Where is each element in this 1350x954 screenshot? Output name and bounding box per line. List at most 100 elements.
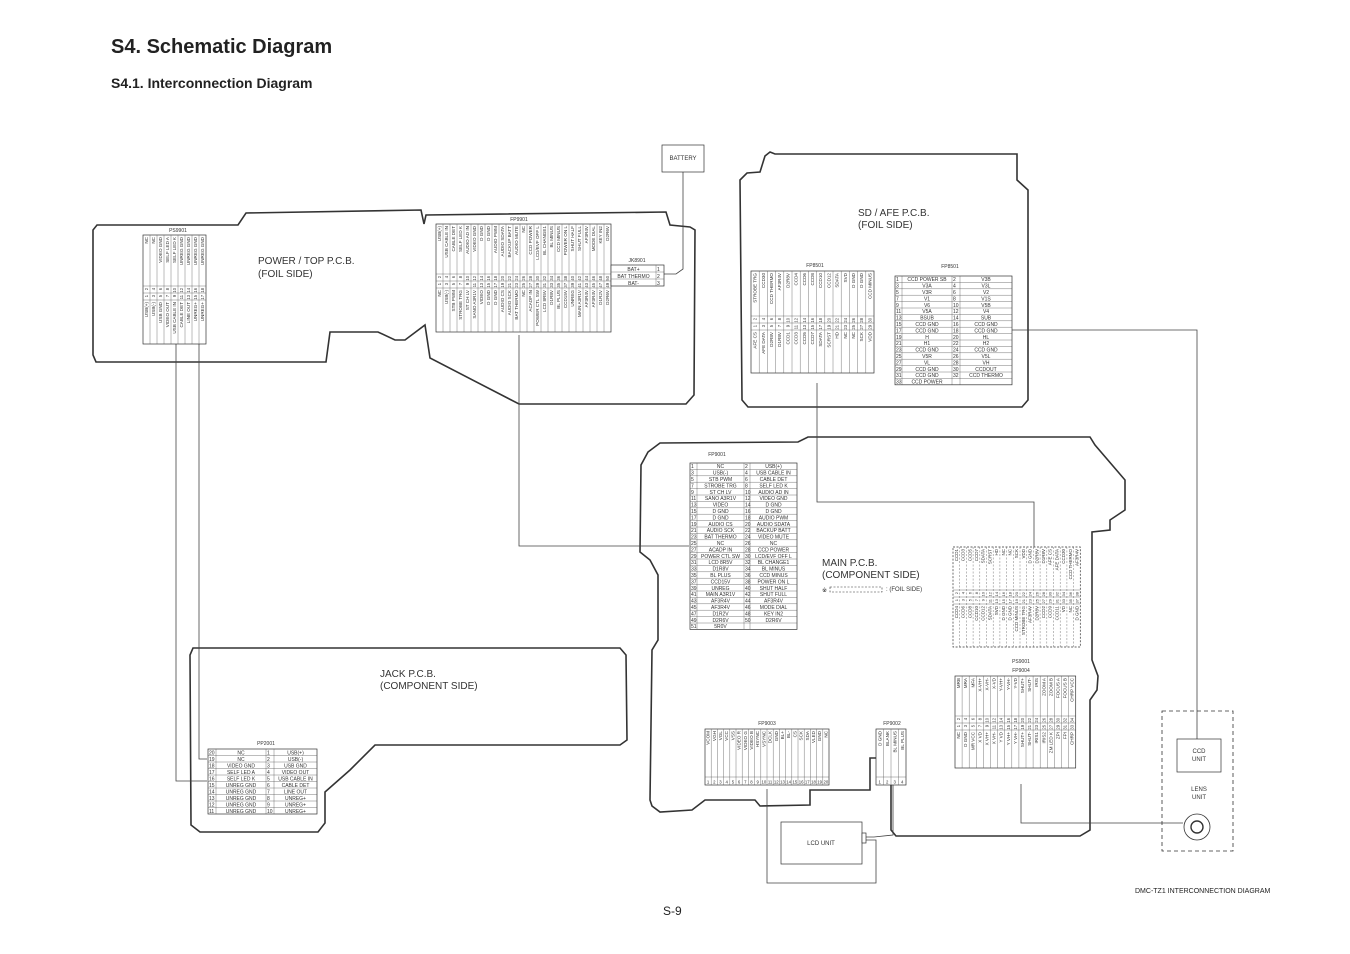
conn-fp9003-pin-label: VLED	[811, 730, 816, 743]
conn-fp9003-pin-number: 15	[793, 780, 798, 785]
conn-fp8501-pin-label: HD	[835, 331, 840, 338]
conn-ps9001-pin-label: STROBE TRG	[1021, 606, 1026, 636]
conn-fp8501-pin-number: 15	[810, 324, 815, 329]
conn-fp9901-pin-number: 23	[514, 282, 519, 287]
conn-ps9901-pin-label: USB CABLE IN	[172, 302, 177, 334]
conn-fp9901-pin-label: BAT THERMO	[514, 290, 519, 320]
conn-fp9004-pin-number: 25	[1041, 724, 1046, 729]
conn-fp8501b-cell-text: 3	[896, 284, 899, 290]
conn-fp8501b-cell-text: V6	[924, 303, 930, 309]
conn-fp9001-cell-text: 45	[691, 605, 697, 611]
conn-pp2001-cell-text: SELF LED A	[227, 770, 256, 776]
conn-fp9002-pin-label: BL MINUS	[892, 731, 897, 753]
conn-fp9001-cell-text: 8	[745, 483, 748, 489]
conn-fp8501b-cell-text: 8	[953, 296, 956, 302]
fp9003-name: FP9003	[758, 721, 776, 727]
conn-fp9003-pin-number: 16	[799, 780, 804, 785]
conn-fp9004-pin-label: ZOOM A	[1041, 677, 1046, 696]
conn-fp8501b-cell-text: V3B	[981, 277, 991, 283]
conn-ps9901-pin-number: 13	[186, 294, 191, 299]
conn-ps9001-pin-label: NC	[1001, 548, 1006, 555]
conn-ps9001-pin-label: VD	[1061, 605, 1066, 612]
conn-ps9001-pin-label: CCD4	[954, 606, 959, 619]
conn-fp9003-pin-number: 4	[726, 780, 729, 785]
conn-ps9001-pin-number: 24	[1028, 591, 1033, 596]
page-subtitle: S4.1. Interconnection Diagram	[111, 75, 313, 91]
conn-fp9001-cell-text: 38	[745, 579, 751, 585]
conn-ps9001-pin-label: CCD3	[961, 549, 966, 562]
conn-fp9001-cell-text: 13	[691, 503, 697, 509]
conn-fp9001-cell-text: 25	[691, 541, 697, 547]
conn-ps9001-pin-label: VDD	[1021, 548, 1026, 558]
conn-fp9004-pin-number: 17	[1013, 724, 1018, 729]
conn-fp8501-pin-number: 3	[761, 324, 766, 327]
conn-fp9004-pin-number: 15	[1006, 724, 1011, 729]
conn-fp9001-cell-text: AUDIO AD IN	[758, 490, 789, 496]
conn-pp2001-cell-text: 3	[267, 763, 270, 769]
conn-fp9004-pin-number: 24	[1034, 717, 1039, 722]
conn-fp8501b-cell-text: V5B	[981, 303, 991, 309]
conn-fp9001-cell-text: KEY IN2	[764, 611, 783, 617]
conn-fp8501-pin-number: 21	[835, 324, 840, 329]
conn-fp9001-cell-text: CCD POWER	[758, 547, 790, 553]
conn-fp9001-cell-text: 42	[745, 592, 751, 598]
conn-fp9004-pin-number: 1	[956, 724, 961, 727]
fp9004-name: FP9004	[1012, 668, 1030, 674]
conn-ps9001-pin-number: 11	[987, 598, 992, 603]
conn-fp9001-cell-text: 2	[745, 464, 748, 470]
wire-fp8501-ps9001	[816, 383, 1035, 548]
conn-fp8501b-cell-text: 5	[896, 290, 899, 296]
conn-fp9004-pin-number: 19	[1020, 724, 1025, 729]
conn-fp8501b-cell-text: 24	[953, 348, 959, 354]
conn-fp9004-pin-label: ZPI	[1055, 732, 1060, 739]
conn-fp8501-pin-label: CCD THERMO	[769, 273, 774, 304]
conn-ps9001-pin-number: 2	[954, 591, 959, 594]
wire-ps9901-pp2001-b	[198, 344, 207, 760]
conn-ps9001-pin-number: 8	[974, 591, 979, 594]
conn-ps9001-pin-label: CCD10	[974, 606, 979, 621]
conn-pp2001-cell-text: 7	[267, 789, 270, 795]
conn-fp9003-pin-label: HSYNC	[755, 730, 760, 747]
conn-fp9001-cell-text: 24	[745, 535, 751, 541]
conn-pp2001-cell-text: USB(-)	[288, 757, 304, 763]
conn-fp8501-pin-label: CCD3	[794, 332, 799, 345]
conn-fp9001-cell-text: 50	[745, 618, 751, 624]
conn-fp9901-frame	[435, 223, 612, 333]
conn-fp8501b-cell-text: 16	[953, 322, 959, 328]
conn-ps9001-pin-label: CCD5	[967, 549, 972, 562]
conn-ps9001-pin-label: CCD6	[961, 606, 966, 619]
conn-fp9001-cell-text: 43	[691, 599, 697, 605]
conn-fp9003-pin-number: 20	[824, 780, 829, 785]
conn-fp9003-pin-number: 8	[750, 780, 753, 785]
conn-fp9901-pin-number: 24	[514, 275, 519, 280]
conn-ps9001-pin-number: 26	[1034, 591, 1039, 596]
conn-pp2001-cell-text: 18	[209, 763, 215, 769]
conn-fp9001-cell-text: 18	[745, 515, 751, 521]
conn-fp9004-pin-label: SHUT+	[1020, 678, 1025, 694]
conn-ps9001-pin-label: CCD12	[981, 606, 986, 621]
conn-fp9001-cell-text: AF3R4V	[764, 599, 784, 605]
conn-ps9901-frame	[142, 234, 207, 345]
conn-fp9003-pin-label: VIDEO B	[749, 731, 754, 750]
conn-fp9001-cell-text: VIDEO	[713, 503, 729, 509]
conn-fp8501b-cell-text: CCD GND	[974, 322, 998, 328]
conn-fp9901-pin-number: 33	[549, 282, 554, 287]
conn-ps9901-pin-number: 14	[186, 287, 191, 292]
conn-jk8901-cell-text: 2	[657, 274, 660, 280]
conn-fp9001-cell-text: 28	[745, 547, 751, 553]
conn-fp8501b-cell-text: H2	[983, 341, 990, 347]
jack-title-line1: JACK P.C.B.	[380, 669, 436, 680]
conn-fp9001-cell-text: 26	[745, 541, 751, 547]
conn-fp8501-pin-number: 17	[818, 324, 823, 329]
conn-ps9901-pin-label: UNREG+	[200, 302, 205, 322]
conn-ps9901-pin-label: CABLE DET	[179, 302, 184, 328]
conn-pp2001-cell-text: 16	[209, 776, 215, 782]
fp8501-name: FP8501	[806, 263, 824, 269]
conn-fp9004-pin-label: FOCUS A	[1055, 677, 1060, 698]
conn-pp2001-cell-text: NC	[237, 750, 245, 756]
conn-fp9001-cell-text: MODE DIAL	[760, 605, 788, 611]
conn-fp8501b-cell-text: V5A	[922, 309, 932, 315]
conn-ps9001-pin-number: 18	[1007, 591, 1012, 596]
conn-fp9901-pin-number: 43	[584, 282, 589, 287]
conn-ps9001-pin-number: 14	[994, 591, 999, 596]
